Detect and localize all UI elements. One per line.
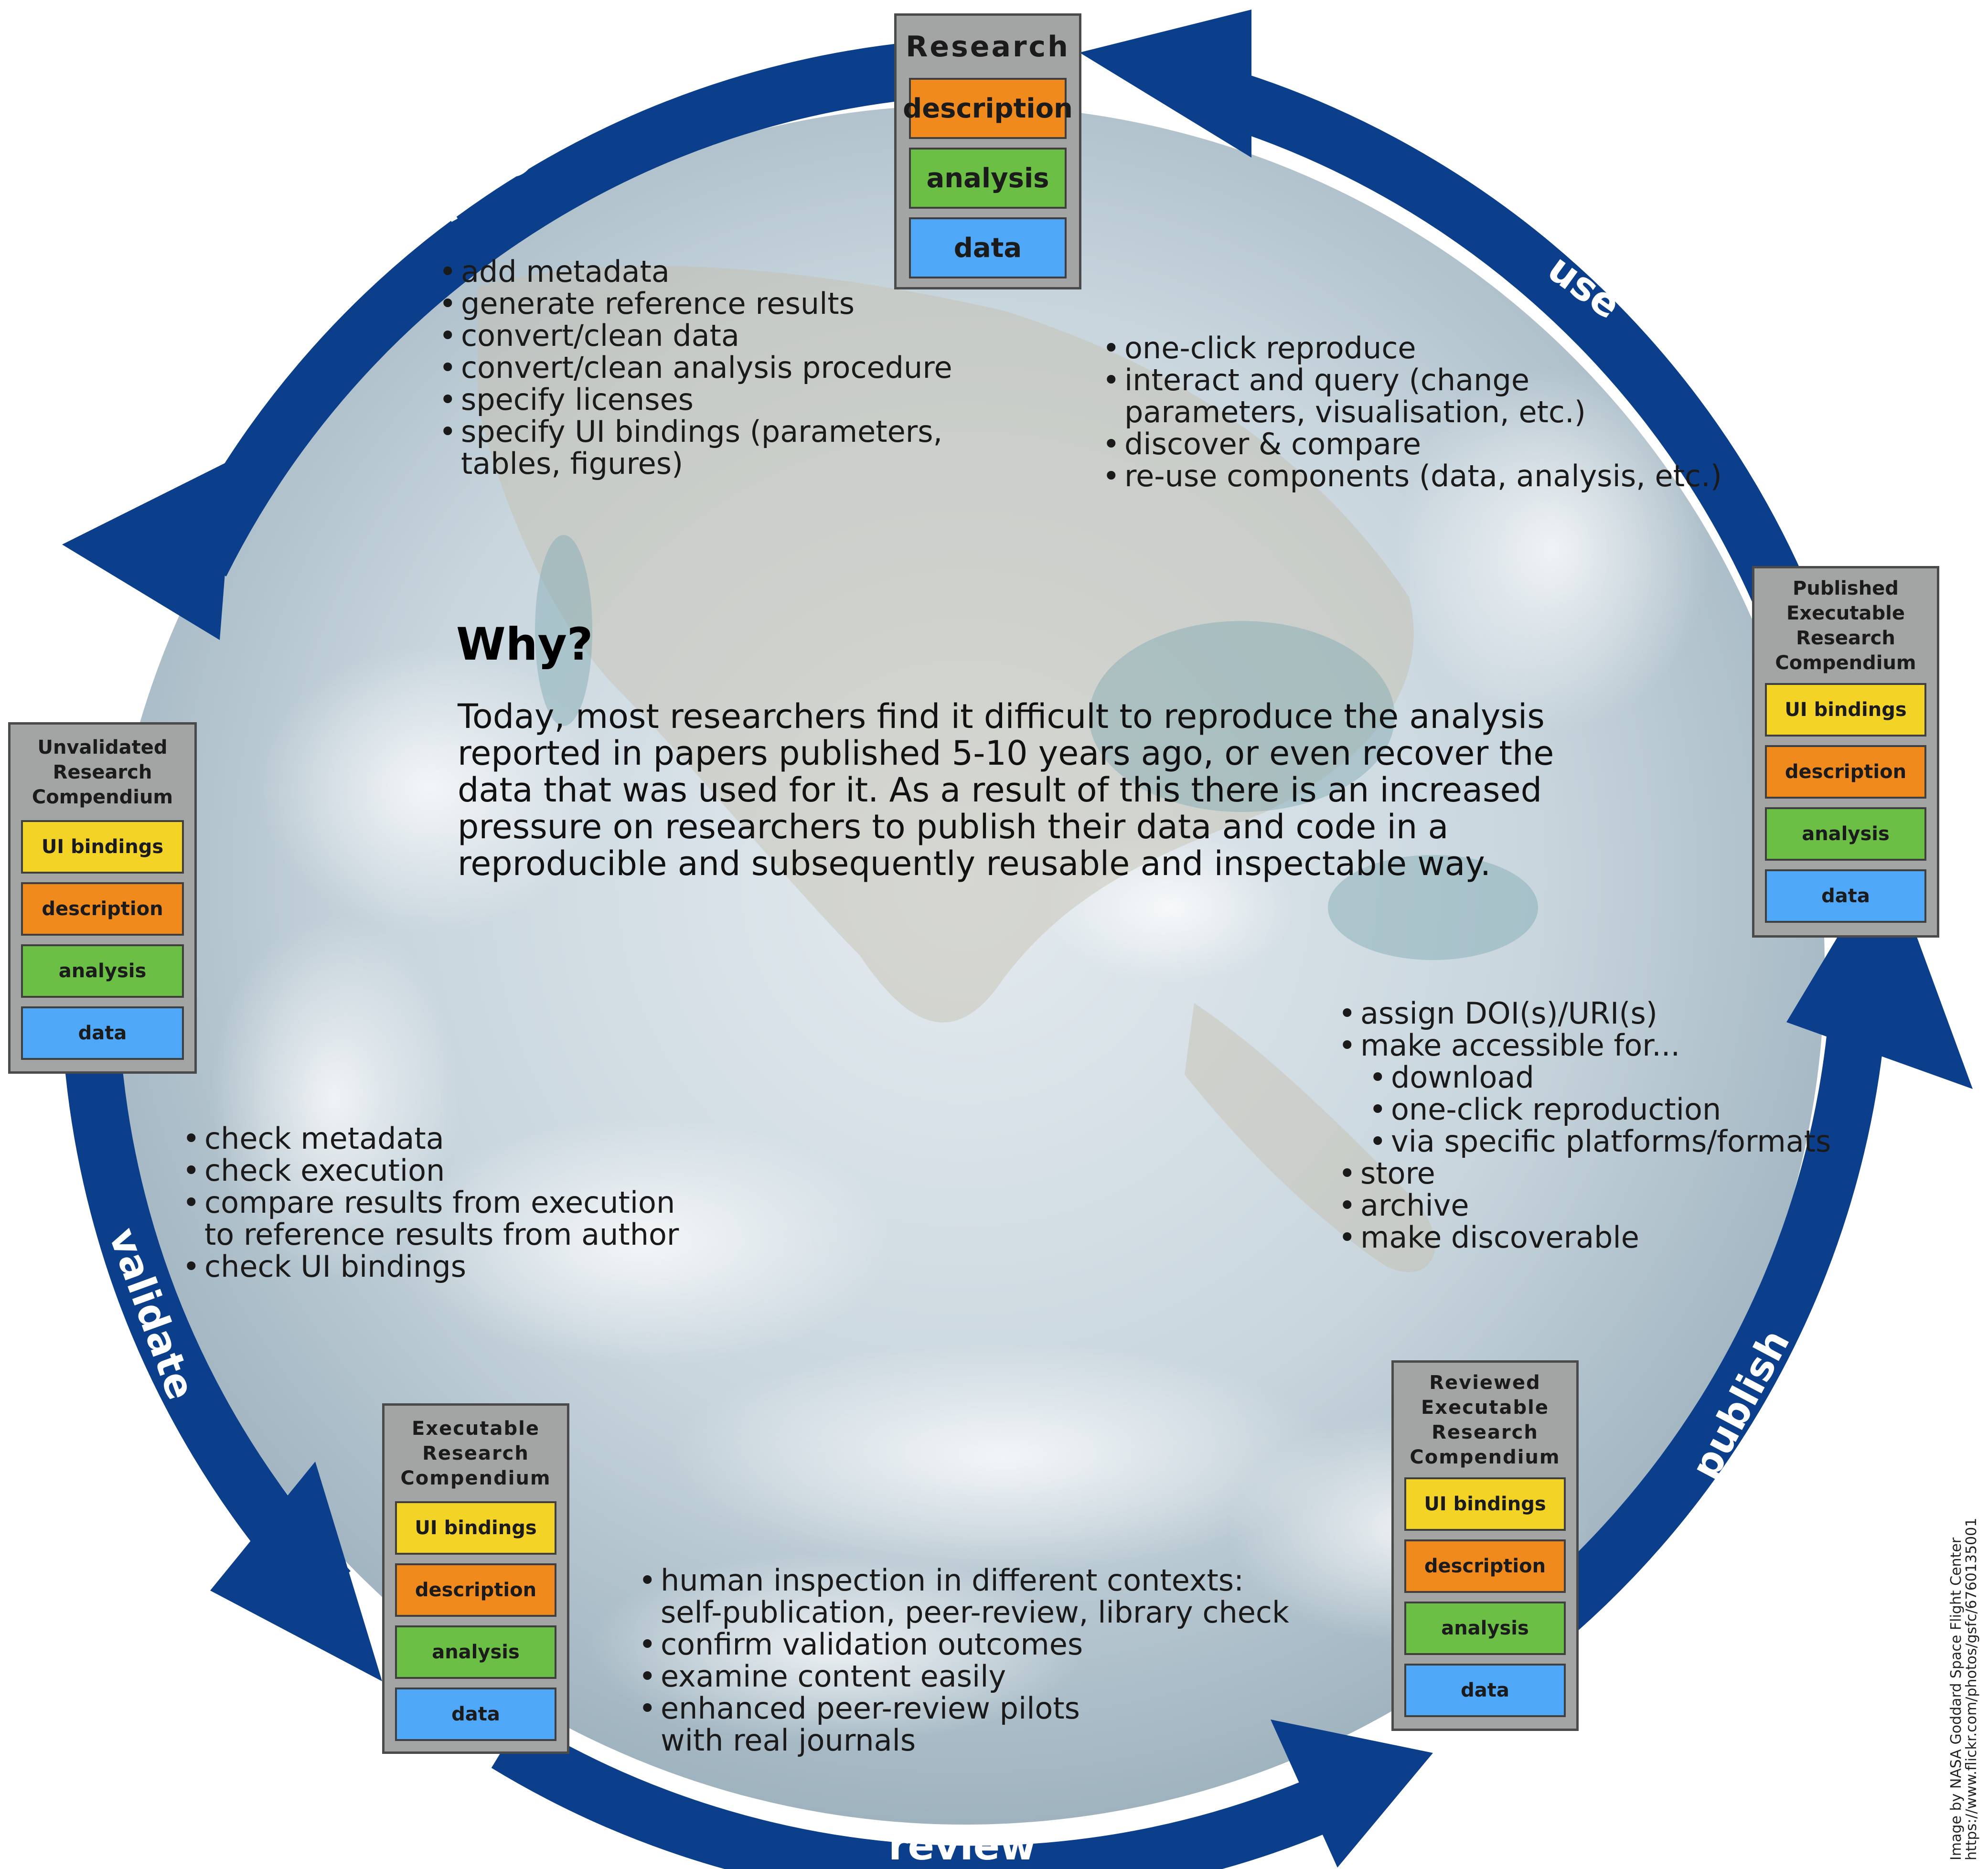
arrowhead-prepare <box>62 459 234 640</box>
list-item: generate reference results <box>438 288 952 320</box>
list-subitem: one-click reproduction <box>1368 1093 1831 1125</box>
research-box: Research description analysis data <box>894 13 1081 289</box>
executable-compendium-box: Executable Research Compendium UI bindin… <box>382 1403 569 1754</box>
published-compendium-box: Published Executable Research Compendium… <box>1752 566 1939 938</box>
reviewed-compendium-box: Reviewed Executable Research Compendium … <box>1391 1360 1579 1731</box>
publish-step-list: assign DOI(s)/URI(s) make accessible for… <box>1337 997 1831 1253</box>
layer-data: data <box>1404 1664 1566 1717</box>
ring-segment-publish <box>1483 1005 1887 1681</box>
executable-box-title: Executable Research Compendium <box>400 1418 551 1489</box>
layer-analysis: analysis <box>1404 1602 1566 1655</box>
cycle-arrowheads <box>62 10 1973 1868</box>
layer-description: description <box>395 1563 556 1617</box>
ring-segment-use <box>1196 63 1833 669</box>
layer-analysis: analysis <box>909 148 1067 209</box>
list-item: confirm validation outcomes <box>638 1628 1289 1660</box>
layer-ui-bindings: UI bindings <box>21 820 184 874</box>
list-item: examine content easily <box>638 1660 1289 1692</box>
layer-description: description <box>1404 1539 1566 1593</box>
list-item: human inspection in different contexts: <box>638 1564 1289 1596</box>
cycle-ring <box>60 37 1887 1869</box>
image-credit-line: Image by NASA Goddard Space Flight Cente… <box>1948 1537 1965 1860</box>
unvalidated-compendium-box: Unvalidated Research Compendium UI bindi… <box>8 722 197 1074</box>
list-item: make discoverable <box>1337 1221 1831 1253</box>
list-subitem: download <box>1368 1061 1831 1093</box>
research-box-title: Research <box>906 30 1070 64</box>
list-item: check metadata <box>182 1122 679 1154</box>
list-item-continuation: with real journals <box>661 1723 916 1758</box>
list-item: assign DOI(s)/URI(s) <box>1337 997 1831 1029</box>
list-item: one-click reproduce <box>1101 332 1722 364</box>
list-item-continuation: parameters, visualisation, etc.) <box>1124 395 1586 429</box>
list-item: add metadata <box>438 256 952 288</box>
list-item: check UI bindings <box>182 1250 679 1282</box>
list-item-continuation: self-publication, peer-review, library c… <box>661 1595 1289 1630</box>
published-box-title: Published Executable Research Compendium <box>1775 577 1916 674</box>
layer-analysis: analysis <box>395 1625 556 1679</box>
layer-data: data <box>395 1687 556 1741</box>
layer-description: description <box>21 882 184 936</box>
review-step-list: human inspection in different contexts: … <box>638 1564 1289 1756</box>
arrowhead-use <box>1080 10 1251 158</box>
list-item: archive <box>1337 1189 1831 1221</box>
reviewed-box-title: Reviewed Executable Research Compendium <box>1410 1372 1560 1468</box>
layer-ui-bindings: UI bindings <box>1765 683 1926 737</box>
image-credit: Image by NASA Goddard Space Flight Cente… <box>1948 1517 1980 1860</box>
layer-description: description <box>903 78 1073 139</box>
water-bodies <box>535 535 1538 960</box>
layer-data: data <box>1765 869 1926 923</box>
list-item-continuation: tables, figures) <box>461 446 684 481</box>
list-item-continuation: to reference results from author <box>204 1217 679 1252</box>
list-item: enhanced peer-review pilots <box>638 1692 1289 1724</box>
layer-analysis: analysis <box>21 944 184 998</box>
list-item: convert/clean data <box>438 320 952 352</box>
layer-data: data <box>21 1006 184 1060</box>
list-item: specify licenses <box>438 384 952 416</box>
validate-step-list: check metadata check execution compare r… <box>182 1122 679 1282</box>
why-paragraph: Today, most researchers find it difficul… <box>458 697 1554 883</box>
use-step-list: one-click reproduce interact and query (… <box>1101 332 1722 492</box>
arrowhead-publish <box>1786 855 1973 1089</box>
why-heading: Why? <box>456 619 593 671</box>
stage-label-review: review <box>888 1824 1036 1869</box>
layer-description: description <box>1765 745 1926 799</box>
arrowhead-review <box>1271 1719 1433 1868</box>
list-item: interact and query (change <box>1101 364 1722 396</box>
unvalidated-box-title: Unvalidated Research Compendium <box>32 737 173 808</box>
arrowhead-validate <box>210 1462 382 1681</box>
ring-segment-prepare <box>175 37 1043 577</box>
layer-analysis: analysis <box>1765 807 1926 861</box>
layer-ui-bindings: UI bindings <box>395 1501 556 1555</box>
ring-segment-review <box>491 1719 1330 1869</box>
list-item: specify UI bindings (parameters, <box>438 416 952 448</box>
list-item: store <box>1337 1157 1831 1189</box>
layer-ui-bindings: UI bindings <box>1404 1477 1566 1531</box>
list-item: convert/clean analysis procedure <box>438 352 952 384</box>
list-item: re-use components (data, analysis, etc.) <box>1101 460 1722 492</box>
list-item: compare results from execution <box>182 1186 679 1218</box>
image-credit-url: https://www.flickr.com/photos/gsfc/67601… <box>1963 1517 1980 1860</box>
list-item: make accessible for... <box>1337 1029 1831 1061</box>
list-item: discover & compare <box>1101 428 1722 460</box>
list-subitem: via specific platforms/formats <box>1368 1125 1831 1157</box>
prepare-step-list: add metadata generate reference results … <box>438 256 952 480</box>
list-item: check execution <box>182 1154 679 1186</box>
